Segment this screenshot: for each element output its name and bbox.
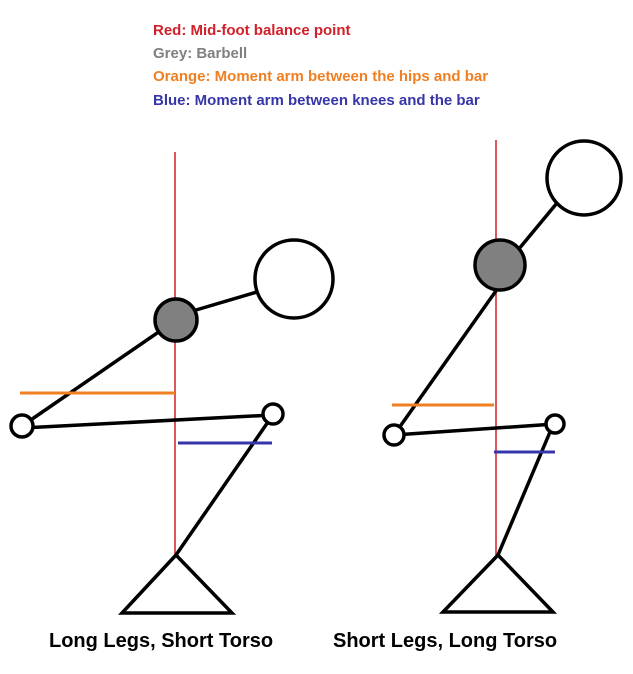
hip-joint — [382, 423, 406, 447]
foot — [438, 552, 558, 614]
neck — [195, 290, 258, 312]
legend-orange: Orange: Moment arm between the hips and … — [153, 68, 489, 85]
legend-blue: Blue: Moment arm between knees and the b… — [153, 92, 480, 109]
foot — [117, 552, 237, 615]
thigh — [21, 413, 274, 430]
legend-red: Red: Mid-foot balance point — [153, 22, 351, 39]
head — [253, 238, 335, 320]
thigh — [393, 422, 556, 437]
torso — [21, 318, 177, 428]
barbell — [153, 297, 199, 343]
head — [545, 139, 623, 217]
hip-joint — [9, 413, 35, 439]
torso — [392, 286, 500, 437]
figure-long-legs — [9, 152, 335, 615]
neck — [516, 201, 559, 252]
knee-joint — [261, 402, 285, 426]
barbell — [473, 238, 527, 292]
legend-grey: Grey: Barbell — [153, 45, 248, 62]
knee-joint — [544, 413, 566, 435]
shin — [496, 431, 552, 556]
figure-short-legs — [382, 139, 623, 614]
caption-short-legs: Short Legs, Long Torso — [333, 630, 558, 652]
caption-long-legs: Long Legs, Short Torso — [49, 630, 274, 652]
